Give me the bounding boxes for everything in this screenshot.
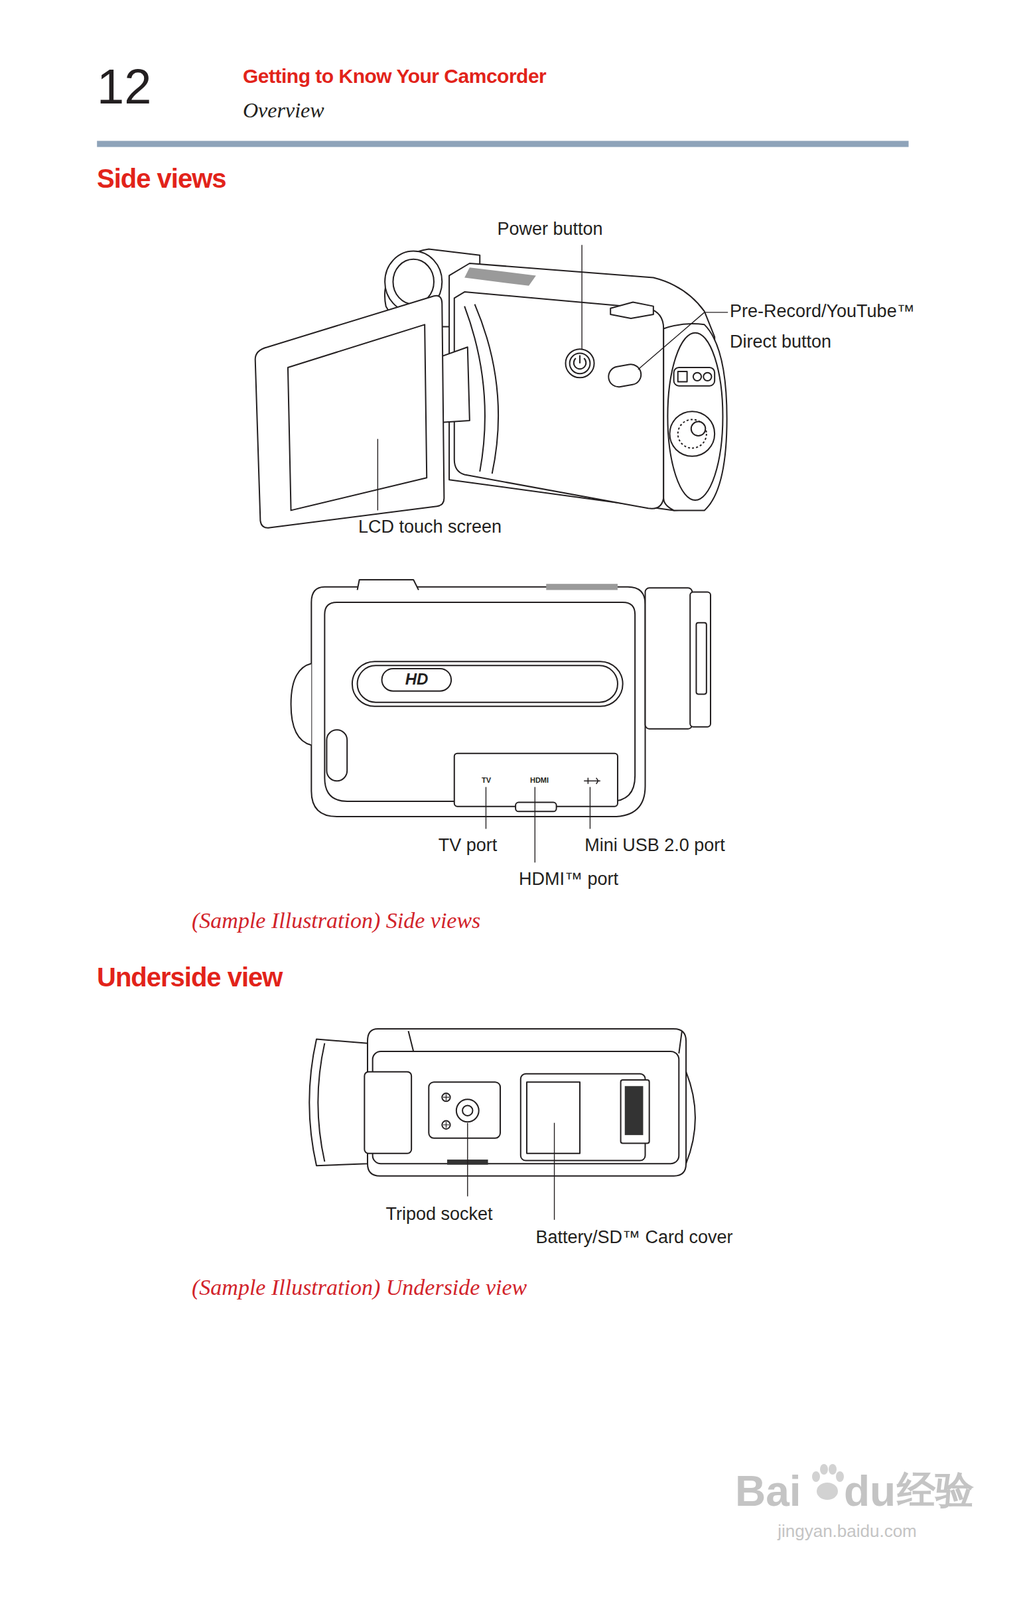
callout-label: Pre-Record/YouTube™ Direct button: [729, 295, 929, 357]
watermark-paw: [812, 1464, 844, 1501]
figure-caption: (Sample Illustration) Side views: [191, 907, 481, 935]
callout-label: Tripod socket: [385, 1203, 493, 1225]
header-rule: [96, 140, 909, 147]
page-number: 12: [96, 57, 152, 117]
port-marking: TV: [481, 776, 491, 785]
camcorder-side-view: [291, 579, 711, 817]
callout-label: HDMI™ port: [518, 868, 619, 890]
watermark: Bai: [735, 1466, 802, 1518]
leader-lines: [377, 244, 728, 1221]
running-head: Getting to Know Your Camcorder: [242, 64, 547, 89]
section-subhead: Overview: [242, 97, 325, 123]
port-marking: HDMI: [530, 776, 549, 785]
camcorder-underside-view: [309, 1028, 696, 1177]
section-heading: Side views: [96, 162, 227, 195]
camcorder-open-view: [255, 248, 728, 528]
callout-label: Battery/SD™ Card cover: [535, 1226, 733, 1248]
callout-label: TV port: [438, 834, 498, 856]
panel-text: HD: [405, 670, 429, 690]
watermark: jingyan.baidu.com: [777, 1521, 917, 1542]
callout-label: Mini USB 2.0 port: [584, 834, 726, 856]
section-heading: Underside view: [96, 961, 282, 994]
callout-label: LCD touch screen: [358, 516, 502, 538]
watermark: du: [843, 1466, 896, 1518]
callout-label: Power button: [496, 218, 603, 240]
figure-caption: (Sample Illustration) Underside view: [191, 1274, 527, 1302]
watermark: 经验: [896, 1466, 974, 1514]
